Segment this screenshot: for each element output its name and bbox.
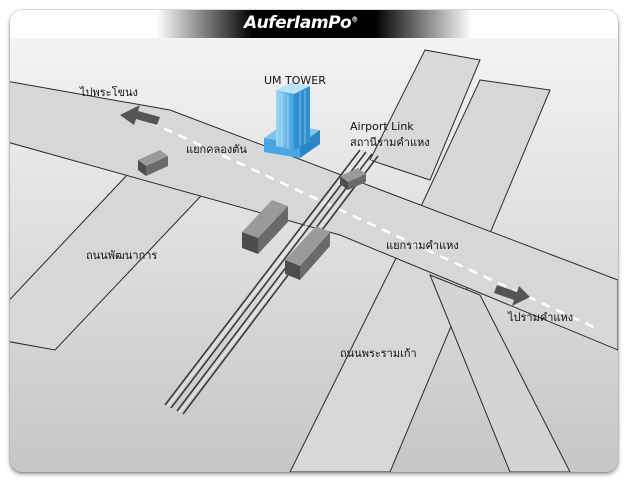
label-rama9-road: ถนนพระรามเก้า — [340, 347, 417, 360]
label-to-phra-khanong: ไปพระโขนง — [80, 86, 138, 99]
brand-logo: AuferIamPo® — [244, 13, 358, 33]
block-left — [138, 150, 168, 176]
road-centerline — [134, 113, 601, 332]
label-ramkhamhaeng-station: สถานีรามคำแหง — [350, 136, 430, 149]
label-ramkhamhaeng-intersection: แยกรามคำแหง — [386, 239, 459, 252]
label-phatthanakan-road: ถนนพัฒนาการ — [86, 249, 158, 262]
block-station-small — [340, 168, 366, 190]
arrow-to-phra-khanong — [120, 105, 160, 125]
road-lower-right — [429, 274, 571, 472]
header-bar: AuferIamPo® — [10, 10, 618, 38]
map-canvas — [10, 10, 618, 472]
road-upper-right — [369, 49, 481, 181]
map-card: AuferIamPo® UM TOWER Airport Link สถานีร… — [10, 10, 618, 472]
label-airport-link: Airport Link — [350, 120, 414, 133]
um-tower-building — [264, 82, 320, 158]
arrow-to-ramkhamhaeng — [494, 285, 530, 306]
airport-link-rail — [164, 149, 379, 415]
block-center-2 — [285, 226, 330, 280]
label-khlong-tan-intersection: แยกคลองตัน — [186, 143, 247, 156]
label-um-tower: UM TOWER — [264, 74, 326, 87]
label-to-ramkhamhaeng: ไปรามคำแหง — [508, 311, 574, 324]
block-center-1 — [242, 200, 288, 254]
